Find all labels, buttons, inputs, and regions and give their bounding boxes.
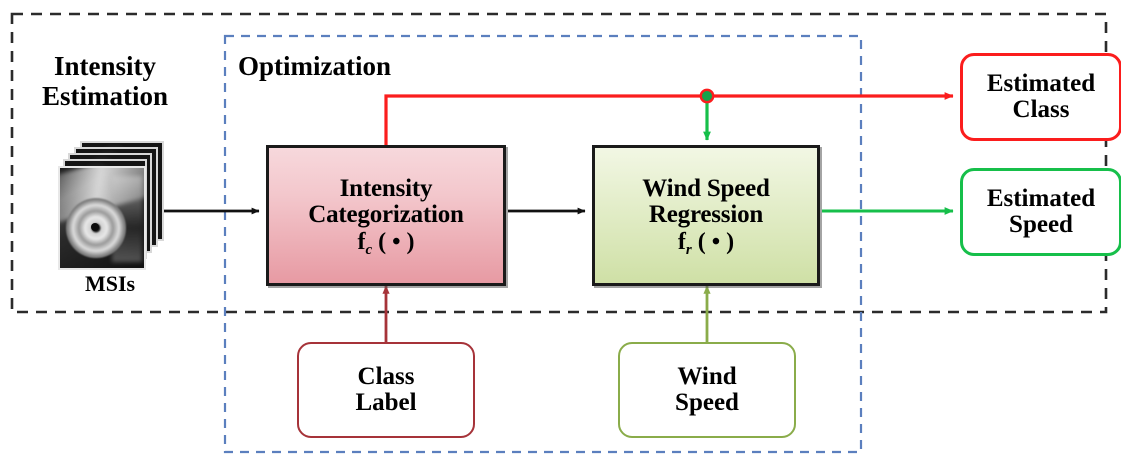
estimated-class-box[interactable]: Estimated Class [960,53,1121,141]
estimated-speed-line1: Estimated [986,184,1096,212]
wind-speed-regression-function: fr ( • ) [677,228,735,258]
class-label-box[interactable]: Class Label [297,342,475,438]
class-label-line2: Label [355,389,417,416]
wind-speed-line2: Speed [675,389,739,416]
fc-argument: ( • ) [378,228,415,255]
estimated-class-line1: Estimated [986,69,1096,97]
fc-symbol: f [357,228,366,255]
estimated-speed-box[interactable]: Estimated Speed [960,168,1121,256]
fr-symbol: f [677,228,686,255]
intensity-categorization-block[interactable]: Intensity Categorization fc ( • ) [266,145,506,286]
fr-argument: ( • ) [697,228,735,255]
cyclone-eye [91,223,99,231]
class-feature-junction-dot [699,88,715,104]
intensity-estimation-label-line2: Estimation [41,80,168,111]
intensity-categorization-function: fc ( • ) [357,228,415,258]
wind-speed-regression-line1: Wind Speed [642,174,770,202]
wind-speed-regression-block[interactable]: Wind Speed Regression fr ( • ) [592,145,820,286]
msi-caption: MSIs [84,271,136,296]
intensity-estimation-label-line1: Intensity [53,51,156,81]
estimated-class-line2: Class [1012,96,1070,123]
fc-subscript: c [365,241,373,258]
intensity-categorization-line2: Categorization [308,201,464,229]
wind-speed-box[interactable]: Wind Speed [618,342,796,438]
edge-categorization-to-estimated-class [384,92,954,145]
wind-speed-line1: Wind [677,362,737,390]
optimization-group-label: Optimization [238,51,391,81]
intensity-categorization-line1: Intensity [339,174,433,202]
wind-speed-regression-line2: Regression [648,201,764,229]
msi-image-stack [58,141,164,270]
intensity-estimation-group-label: Intensity Estimation [20,51,190,111]
fr-subscript: r [685,241,692,258]
msi-front-image [58,166,146,270]
estimated-speed-line2: Speed [1009,211,1073,238]
class-label-line1: Class [357,362,415,390]
